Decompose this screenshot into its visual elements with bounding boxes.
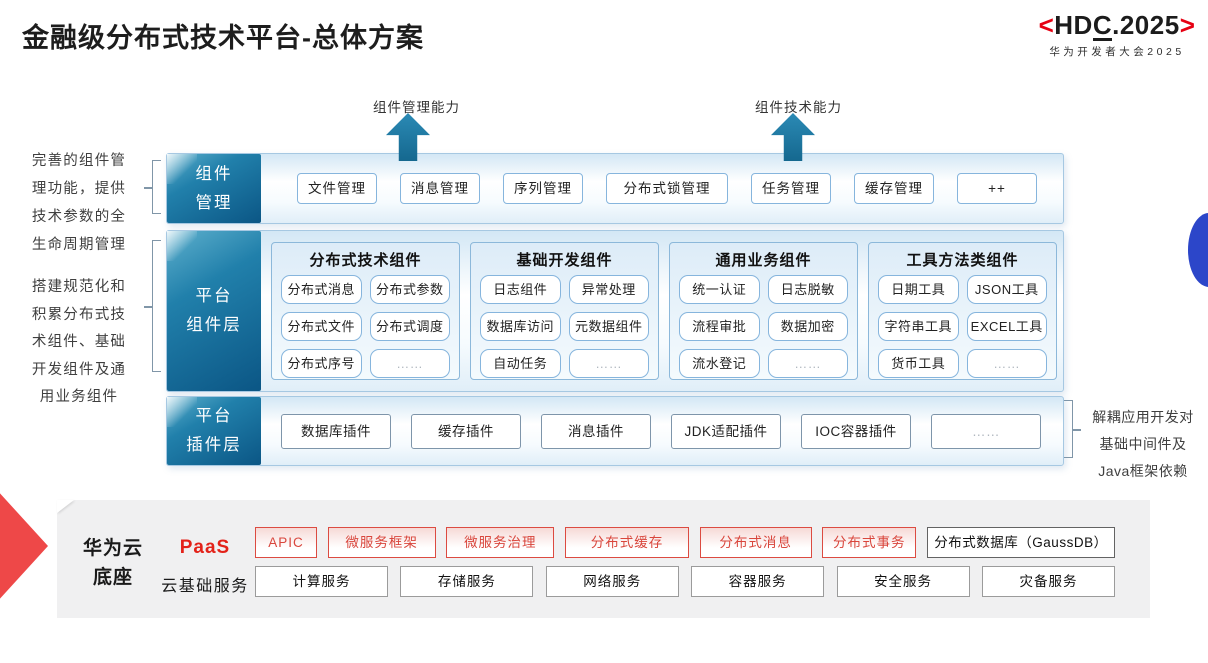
left-bracket-row2 bbox=[144, 240, 161, 372]
component-box: 货币工具 bbox=[878, 349, 959, 378]
component-box: 异常处理 bbox=[568, 275, 649, 304]
paas-label: PaaS bbox=[179, 537, 231, 558]
layer-platform-components: 平台 组件层 分布式技术组件 分布式消息 分布式参数 分布式文件 分布式调度 分… bbox=[166, 230, 1064, 392]
cloud-service-box: 安全服务 bbox=[836, 566, 970, 597]
component-box: 消息管理 bbox=[400, 173, 480, 204]
layer-label-component-management: 组件 管理 bbox=[167, 154, 261, 223]
gaussdb-box: 分布式数据库（GaussDB） bbox=[926, 527, 1115, 558]
plugin-box: 消息插件 bbox=[541, 413, 651, 449]
component-box: 统一认证 bbox=[679, 275, 760, 304]
capability-label-management: 组件管理能力 bbox=[373, 100, 460, 115]
component-box: 分布式调度 bbox=[369, 312, 450, 341]
cloud-service-box: 灾备服务 bbox=[981, 566, 1115, 597]
cloud-service-box: 网络服务 bbox=[545, 566, 679, 597]
component-box: 流水登记 bbox=[679, 349, 760, 378]
group-common-business: 通用业务组件 统一认证 日志脱敏 流程审批 数据加密 流水登记 …… bbox=[669, 242, 858, 380]
component-box: 元数据组件 bbox=[568, 312, 649, 341]
left-bracket-row1 bbox=[144, 160, 161, 214]
note-plugin-layer: 解耦应用开发对 基础中间件及 Java框架依赖 bbox=[1092, 409, 1194, 479]
right-bracket-row3 bbox=[1064, 400, 1081, 458]
paas-service-box: 微服务框架 bbox=[327, 527, 436, 558]
logo-c-underlined: C bbox=[1092, 10, 1113, 41]
layer-label-platform-components: 平台 组件层 bbox=[167, 231, 261, 391]
note-component-management: 完善的组件管理功能，提供技术参数的全生命周期管理 bbox=[31, 153, 127, 253]
logo-left-bracket-icon: < bbox=[1038, 10, 1055, 40]
platform-component-groups: 分布式技术组件 分布式消息 分布式参数 分布式文件 分布式调度 分布式序号 ……… bbox=[271, 242, 1057, 380]
plugin-box: 缓存插件 bbox=[411, 413, 521, 449]
cloud-service-box: 存储服务 bbox=[400, 566, 534, 597]
group-utility-tools: 工具方法类组件 日期工具 JSON工具 字符串工具 EXCEL工具 货币工具 …… bbox=[868, 242, 1057, 380]
group-title: 分布式技术组件 bbox=[309, 252, 422, 269]
corner-fold-icon bbox=[57, 500, 74, 513]
plugin-box: IOC容器插件 bbox=[801, 413, 911, 449]
paas-service-box: 分布式消息 bbox=[699, 527, 812, 558]
page-title: 金融级分布式技术平台-总体方案 bbox=[22, 23, 424, 53]
component-box: 日志组件 bbox=[480, 275, 561, 304]
layer-component-management: 组件 管理 文件管理 消息管理 序列管理 分布式锁管理 任务管理 缓存管理 ++ bbox=[166, 153, 1064, 224]
plugin-box: JDK适配插件 bbox=[671, 413, 781, 449]
component-box-more: …… bbox=[369, 349, 450, 378]
component-box: 数据库访问 bbox=[480, 312, 561, 341]
note-platform-components: 搭建规范化和积累分布式技术组件、基础开发组件及通用业务组件 bbox=[31, 279, 127, 405]
paas-service-box: 分布式缓存 bbox=[564, 527, 689, 558]
group-title: 基础开发组件 bbox=[516, 252, 613, 269]
component-box: 数据加密 bbox=[767, 312, 848, 341]
paas-service-box: 微服务治理 bbox=[446, 527, 555, 558]
cloud-service-box: 容器服务 bbox=[691, 566, 825, 597]
component-box: 日期工具 bbox=[878, 275, 959, 304]
component-box: 分布式参数 bbox=[369, 275, 450, 304]
plugin-box: 数据库插件 bbox=[281, 413, 391, 449]
plugin-items: 数据库插件 缓存插件 消息插件 JDK适配插件 IOC容器插件 …… bbox=[281, 397, 1041, 465]
component-box: 分布式锁管理 bbox=[606, 173, 728, 204]
component-management-items: 文件管理 消息管理 序列管理 分布式锁管理 任务管理 缓存管理 ++ bbox=[297, 154, 1037, 223]
component-box: 任务管理 bbox=[751, 173, 831, 204]
group-title: 工具方法类组件 bbox=[906, 252, 1019, 269]
component-box: 分布式文件 bbox=[281, 312, 362, 341]
paas-services: APIC 微服务框架 微服务治理 分布式缓存 分布式消息 分布式事务 分布式数据… bbox=[255, 527, 1115, 558]
component-box-more: ++ bbox=[957, 173, 1037, 204]
component-box: 字符串工具 bbox=[878, 312, 959, 341]
group-basic-dev: 基础开发组件 日志组件 异常处理 数据库访问 元数据组件 自动任务 …… bbox=[470, 242, 659, 380]
foundation-label: 华为云 底座 bbox=[82, 538, 143, 588]
component-box: 缓存管理 bbox=[854, 173, 934, 204]
component-box: 文件管理 bbox=[297, 173, 377, 204]
paas-service-box: APIC bbox=[255, 527, 317, 558]
component-box-more: …… bbox=[568, 349, 649, 378]
blue-half-circle-icon bbox=[1188, 213, 1208, 287]
cloud-service-box: 计算服务 bbox=[255, 566, 388, 597]
cloud-base-services: 计算服务 存储服务 网络服务 容器服务 安全服务 灾备服务 bbox=[255, 566, 1115, 597]
logo-year: .2025 bbox=[1112, 10, 1180, 40]
component-box: 分布式消息 bbox=[281, 275, 362, 304]
component-box-more: …… bbox=[767, 349, 848, 378]
layer-platform-plugins: 平台 插件层 数据库插件 缓存插件 消息插件 JDK适配插件 IOC容器插件 …… bbox=[166, 396, 1064, 466]
logo-right-bracket-icon: > bbox=[1179, 10, 1196, 40]
group-title: 通用业务组件 bbox=[715, 252, 812, 269]
component-box: 日志脱敏 bbox=[767, 275, 848, 304]
hdc-logo-text: <HDC.2025> bbox=[1028, 10, 1206, 41]
cloud-base-services-label: 云基础服务 bbox=[161, 578, 249, 595]
component-box: 自动任务 bbox=[480, 349, 561, 378]
hdc-logo-subtitle: 华为开发者大会2025 bbox=[1049, 46, 1185, 58]
hdc-logo: <HDC.2025> 华为开发者大会2025 bbox=[1028, 10, 1206, 59]
paas-service-box: 分布式事务 bbox=[822, 527, 917, 558]
group-distributed-tech: 分布式技术组件 分布式消息 分布式参数 分布式文件 分布式调度 分布式序号 …… bbox=[271, 242, 460, 380]
red-arrow-icon bbox=[0, 493, 48, 599]
component-box: JSON工具 bbox=[966, 275, 1047, 304]
component-box: EXCEL工具 bbox=[966, 312, 1047, 341]
logo-hd: HD bbox=[1054, 10, 1093, 40]
component-box-more: …… bbox=[966, 349, 1047, 378]
huawei-cloud-foundation: 华为云 底座 PaaS APIC 微服务框架 微服务治理 分布式缓存 分布式消息… bbox=[57, 500, 1150, 618]
component-box: 流程审批 bbox=[679, 312, 760, 341]
component-box: 序列管理 bbox=[503, 173, 583, 204]
capability-label-technology: 组件技术能力 bbox=[755, 100, 842, 115]
plugin-box-more: …… bbox=[931, 413, 1041, 449]
layer-label-platform-plugins: 平台 插件层 bbox=[167, 397, 261, 465]
component-box: 分布式序号 bbox=[281, 349, 362, 378]
